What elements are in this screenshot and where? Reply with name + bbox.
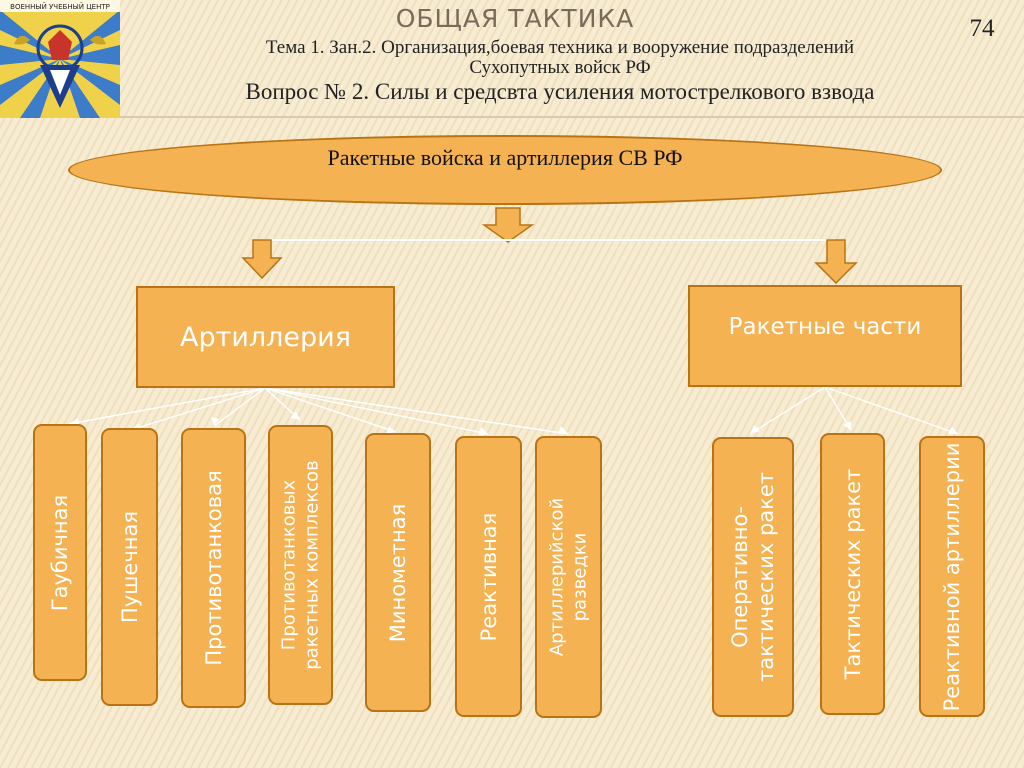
leaf-artillery-reconnaissance: Артиллерийской разведки xyxy=(535,436,602,718)
leaf-mortar: Минометная xyxy=(365,433,431,712)
artillery-leaf-arrows xyxy=(68,387,569,435)
artillery-leaf-arrowheads xyxy=(69,411,568,435)
leaf-label: Гаубичная xyxy=(47,494,72,611)
topic-line-1: Тема 1. Зан.2. Организация,боевая техник… xyxy=(265,37,855,58)
missile-leaf-arrowheads xyxy=(750,421,958,434)
leaf-label: Реактивная xyxy=(476,512,501,641)
leaf-label: Оперативно- тактических ракет xyxy=(727,471,778,683)
header-divider xyxy=(120,116,1024,118)
artillery-node: Артиллерия xyxy=(136,286,395,388)
question-line: Вопрос № 2. Силы и средсвта усиления мот… xyxy=(245,79,875,104)
leaf-label: Противотанковых ракетных комплексов xyxy=(278,460,322,670)
slide-number: 74 xyxy=(969,15,995,42)
leaf-label: Реактивной артиллерии xyxy=(939,442,964,711)
leaf-label: Артиллерийской разведки xyxy=(546,497,590,657)
leaf-operational-tactical-missiles: Оперативно- тактических ракет xyxy=(712,437,794,717)
root-node-ellipse xyxy=(68,135,942,205)
leaf-label: Минометная xyxy=(385,503,410,642)
leaf-rocket-launcher: Реактивная xyxy=(455,436,522,717)
leaf-antitank: Противотанковая xyxy=(181,428,246,708)
slide-title: ОБЩАЯ ТАКТИКА xyxy=(395,4,635,33)
emblem-logo: ВОЕННЫЙ УЧЕБНЫЙ ЦЕНТР xyxy=(0,0,120,118)
leaf-label: Тактических ракет xyxy=(840,468,865,680)
leaf-antitank-missile-systems: Противотанковых ракетных комплексов xyxy=(268,425,333,705)
leaf-label: Противотанковая xyxy=(201,470,226,666)
root-node-label: Ракетные войска и артиллерия СВ РФ xyxy=(327,145,683,170)
down-arrow-missile xyxy=(814,239,858,285)
leaf-cannon: Пушечная xyxy=(101,428,158,706)
down-arrow-artillery xyxy=(241,239,283,280)
leaf-tactical-missiles: Тактических ракет xyxy=(820,433,885,715)
leaf-rocket-artillery: Реактивной артиллерии xyxy=(919,436,985,717)
leaf-howitzer: Гаубичная xyxy=(33,424,87,681)
topic-line-2: Сухопутных войск РФ xyxy=(469,57,651,78)
leaf-label: Пушечная xyxy=(117,511,142,623)
down-arrow-root xyxy=(481,207,535,243)
missile-units-node: Ракетные части xyxy=(688,285,962,387)
svg-text:ВОЕННЫЙ УЧЕБНЫЙ ЦЕНТР: ВОЕННЫЙ УЧЕБНЫЙ ЦЕНТР xyxy=(10,2,110,11)
missile-leaf-arrows xyxy=(749,386,959,435)
